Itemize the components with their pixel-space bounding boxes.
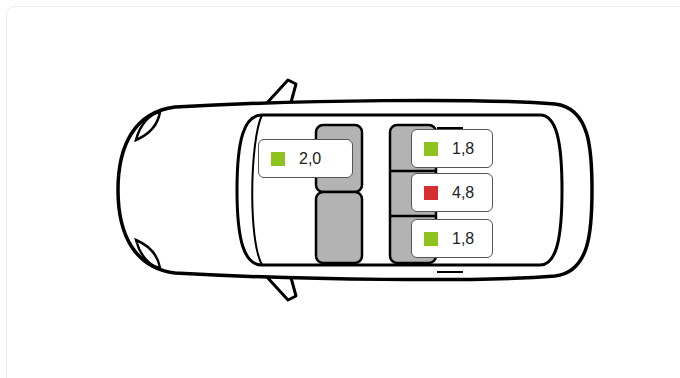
headlight [136,240,160,268]
value-text: 2,0 [299,149,321,169]
status-square [424,186,438,200]
value-text: 1,8 [452,229,474,249]
value-box: 4,8 [411,173,493,212]
car-body [118,100,592,279]
value-text: 1,8 [452,139,474,159]
value-box: 1,8 [411,129,493,168]
status-square [424,142,438,156]
status-square [424,232,438,246]
windshield-line [252,115,262,265]
value-text: 4,8 [452,183,474,203]
headlight [136,112,160,140]
status-square [271,152,285,166]
cabin [237,115,562,265]
frame [7,7,680,378]
value-box: 1,8 [411,219,493,258]
value-box: 2,0 [258,139,353,178]
front-seat [316,192,362,263]
